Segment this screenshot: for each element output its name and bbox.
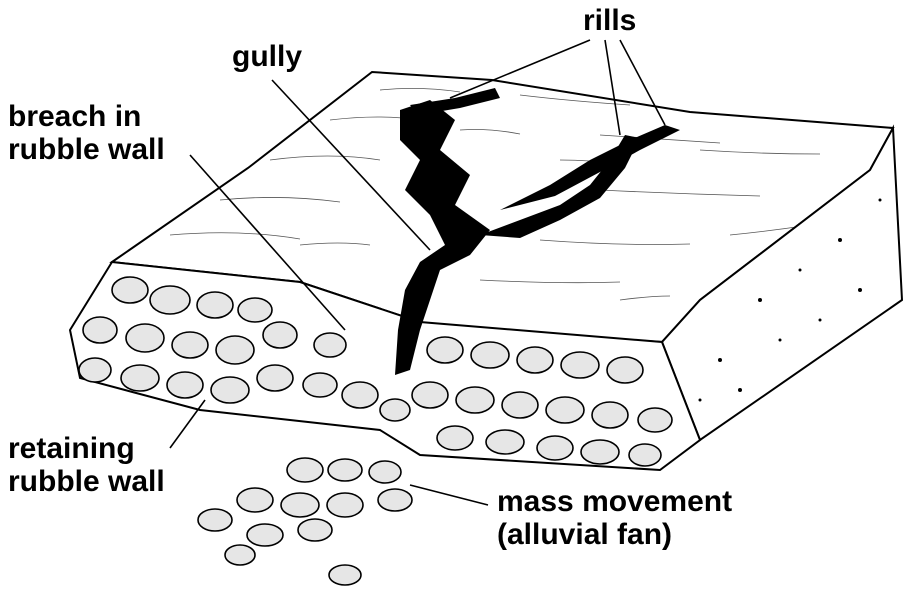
label-breach: breach in rubble wall [8,100,165,166]
alluvial-fan [198,458,412,585]
label-retaining-wall: retaining rubble wall [8,432,165,498]
label-breach-line1: breach in [8,100,165,133]
label-rills-text: rills [583,4,636,37]
label-rills: rills [583,4,636,37]
label-mass-line1: mass movement [497,485,732,518]
label-retaining-line2: rubble wall [8,465,165,498]
label-breach-line2: rubble wall [8,133,165,166]
leader-mass [410,485,488,505]
label-mass-movement: mass movement (alluvial fan) [497,485,732,551]
label-retaining-line1: retaining [8,432,165,465]
label-gully: gully [232,40,302,73]
label-gully-text: gully [232,40,302,73]
label-mass-line2: (alluvial fan) [497,518,732,551]
